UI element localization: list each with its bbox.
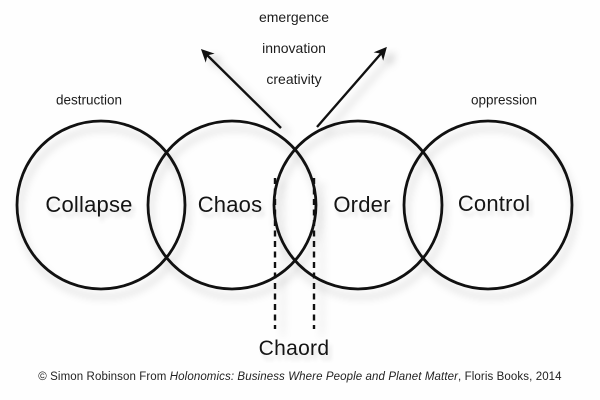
emergent-qualities-list: emergence innovation creativity [259, 2, 329, 95]
caption: © Simon Robinson From Holonomics: Busine… [0, 371, 600, 383]
circles-group [15, 119, 574, 291]
label-chaord: Chaord [258, 337, 330, 360]
circle-collapse [15, 119, 187, 291]
label-chaos: Chaos [197, 192, 263, 217]
caption-suffix: , Floris Books, 2014 [458, 371, 562, 383]
circle-control [402, 119, 574, 291]
caption-book-title: Holonomics: Business Where People and Pl… [169, 371, 459, 383]
label-collapse: Collapse [45, 192, 133, 217]
arrow-up-left-icon [200, 48, 282, 129]
word-emergence: emergence [258, 9, 330, 25]
circle-chaos [146, 119, 318, 291]
label-control: Control [457, 191, 531, 216]
word-creativity: creativity [266, 71, 322, 87]
caption-prefix: © Simon Robinson From [38, 371, 170, 383]
annotation-strokes-group [200, 46, 387, 329]
arrow-up-right-icon [316, 46, 387, 128]
word-innovation: innovation [262, 40, 326, 56]
label-destruction: destruction [55, 92, 123, 108]
label-oppression: oppression [470, 92, 538, 108]
label-order: Order [333, 192, 391, 217]
